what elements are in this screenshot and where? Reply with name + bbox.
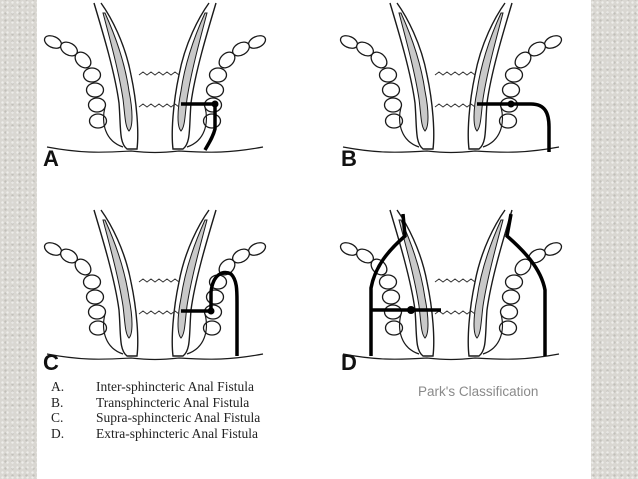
fistula-tract-b: [477, 102, 551, 152]
legend-key: C.: [51, 410, 64, 425]
legend-row: D. Extra-sphincteric Anal Fistula: [51, 426, 260, 442]
fistula-tract-c: [181, 270, 239, 356]
legend-text: Transphincteric Anal Fistula: [96, 394, 250, 410]
legend-key: B.: [51, 394, 64, 410]
legend-text: Supra-sphincteric Anal Fistula: [96, 410, 261, 425]
panel-letter-d: D: [341, 350, 357, 375]
legend-key: D.: [51, 425, 65, 441]
panel-b: [337, 2, 565, 154]
panel-d: [337, 209, 565, 361]
fistula-tract-d-right: [505, 213, 547, 356]
panel-c: [41, 209, 269, 361]
caption: Park's Classification: [418, 384, 539, 399]
legend-key: A.: [51, 379, 65, 394]
slide: A B C D A. Inter-sphincteric Anal Fistula…: [37, 0, 591, 479]
fistula-tract-a: [181, 102, 217, 151]
legend-text: Extra-sphincteric Anal Fistula: [96, 425, 258, 441]
legend-text: Inter-sphincteric Anal Fistula: [96, 379, 254, 394]
panel-a: [41, 2, 269, 154]
legend-row: C. Supra-sphincteric Anal Fistula: [51, 410, 260, 426]
legend: A. Inter-sphincteric Anal Fistula B. Trans…: [51, 379, 260, 441]
legend-row: B. Transphincteric Anal Fistula: [51, 395, 260, 411]
panel-letter-c: C: [43, 350, 59, 375]
legend-row: A. Inter-sphincteric Anal Fistula: [51, 379, 260, 395]
panel-letter-b: B: [341, 146, 357, 171]
parks-classification-diagram: [41, 2, 565, 361]
panel-letter-a: A: [43, 146, 59, 171]
fistula-tract-d-left: [369, 213, 407, 356]
